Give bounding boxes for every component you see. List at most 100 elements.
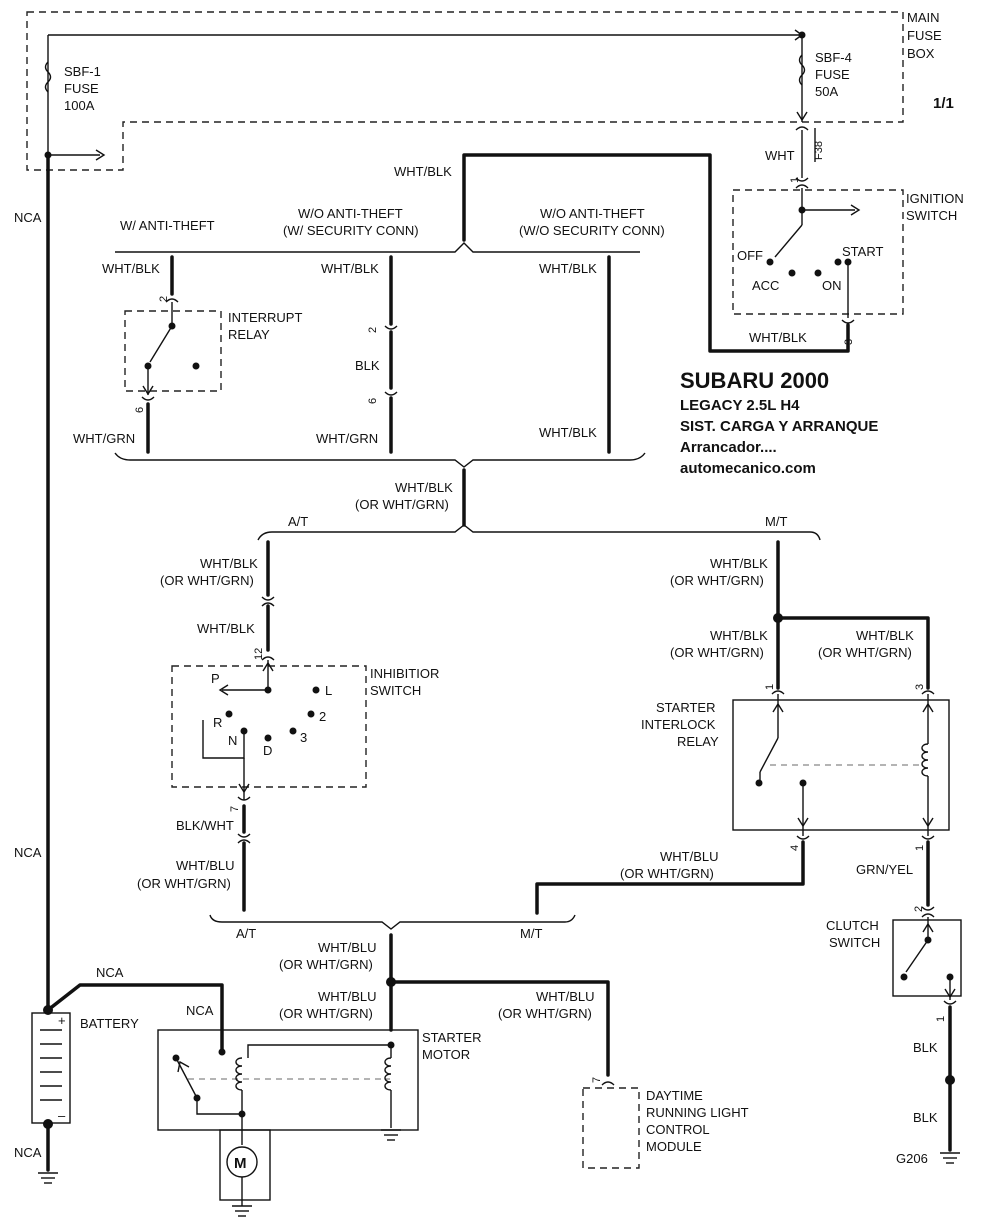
at-branch-top-wire: WHT/BLK <box>102 261 160 276</box>
drl-module: 7 DAYTIME RUNNING LIGHT CONTROL MODULE <box>582 1077 749 1169</box>
at-mt-brace <box>257 524 821 541</box>
sir-name-1: STARTER <box>656 700 715 715</box>
starter-in-label-2: (OR WHT/GRN) <box>279 1006 373 1021</box>
motor-m-label: M <box>234 1155 247 1172</box>
at-label-top: A/T <box>288 514 308 529</box>
clutch-name-2: SWITCH <box>829 935 880 950</box>
sec-pin-bottom: 6 <box>367 398 379 404</box>
ground-label: G206 <box>896 1151 928 1166</box>
relay-output-wire <box>535 840 805 915</box>
clutch-feed-wire-label: GRN/YEL <box>856 862 913 877</box>
variant-brace-bottom <box>114 452 646 468</box>
interrupt-relay-name-1: INTERRUPT <box>228 310 302 325</box>
mt-wire-label-5: WHT/BLK <box>856 628 914 643</box>
inh-pos-p: P <box>211 671 220 686</box>
starter-name-2: MOTOR <box>422 1047 470 1062</box>
ign-feed-wire-label: WHT/BLK <box>394 164 452 179</box>
ign-out-wire-label: WHT/BLK <box>749 330 807 345</box>
sir-pin-1b: 1 <box>914 845 926 851</box>
mt-wire-label-4: (OR WHT/GRN) <box>670 645 764 660</box>
fuse-box-label-1: MAIN <box>907 10 940 25</box>
direct-bottom-wire: WHT/BLK <box>539 425 597 440</box>
variant-wo-sec-1: W/O ANTI-THEFT <box>298 206 403 221</box>
battery-starter-cable <box>46 983 224 1054</box>
sbf1-fuse-label: FUSE <box>64 81 99 96</box>
subtitle: LEGACY 2.5L H4 <box>680 397 800 414</box>
fuse-box-label-2: FUSE <box>907 28 942 43</box>
drl-name-3: CONTROL <box>646 1122 710 1137</box>
starter-in-label-1: WHT/BLU <box>318 989 377 1004</box>
website-label: automecanico.com <box>680 460 816 477</box>
clutch-name-1: CLUTCH <box>826 918 879 933</box>
starter-name-1: STARTER <box>422 1030 481 1045</box>
sbf4-rating: 50A <box>815 84 838 99</box>
inh-wire-label-3: WHT/BLK <box>197 621 255 636</box>
inh-pin-bottom: 7 <box>229 806 241 812</box>
system-label: SIST. CARGA Y ARRANQUE <box>680 418 878 435</box>
inh-pos-l: L <box>325 683 332 698</box>
fuse-box-label-3: BOX <box>907 46 935 61</box>
merged-wire-label-1: WHT/BLK <box>395 480 453 495</box>
inhibitor-switch: P L R 2 N 3 D INHIBITIOR SWITCH 7 <box>171 660 439 812</box>
sbf4-label: SBF-4 <box>815 50 852 65</box>
ignition-name-1: IGNITION <box>906 191 964 206</box>
drl-name-2: RUNNING LIGHT <box>646 1105 749 1120</box>
clutch-pin-bottom: 1 <box>935 1016 947 1022</box>
sir-pin-1: 1 <box>764 684 776 690</box>
ignition-on-label: ON <box>822 278 842 293</box>
inhibitor-name-1: INHIBITIOR <box>370 666 439 681</box>
sir-pin-3: 3 <box>914 684 926 690</box>
ignition-name-2: SWITCH <box>906 208 957 223</box>
variant-wo-sec-2: (W/ SECURITY CONN) <box>283 223 419 238</box>
starter-interlock-relay: 1 3 4 1 STARTER INTERLOCK RELAY <box>641 684 950 851</box>
battery-label: BATTERY <box>80 1016 139 1031</box>
relay-out-wire-1: WHT/BLU <box>660 849 719 864</box>
sbf1-rating: 100A <box>64 98 95 113</box>
drl-wire-label-2: (OR WHT/GRN) <box>498 1006 592 1021</box>
variant-wo-nosec-1: W/O ANTI-THEFT <box>540 206 645 221</box>
drl-name-1: DAYTIME <box>646 1088 703 1103</box>
sbf1-label: SBF-1 <box>64 64 101 79</box>
ir-out-wire-label: WHT/GRN <box>73 431 135 446</box>
clutch-switch: CLUTCH SWITCH 1 <box>826 917 962 1022</box>
ignition-feed-wht: WHT <box>765 148 795 163</box>
starter-ground-icon <box>381 1129 401 1141</box>
sir-name-2: INTERLOCK <box>641 717 716 732</box>
at-mt-join-brace <box>209 914 576 930</box>
ignition-start-label: START <box>842 244 883 259</box>
interrupt-relay-name-2: RELAY <box>228 327 270 342</box>
ir-pin-top: 2 <box>158 296 170 302</box>
battery-plus: + <box>58 1013 66 1028</box>
nca-label-cable: NCA <box>96 965 124 980</box>
drl-feed-wire <box>389 980 610 1077</box>
relay-coil-icon <box>921 743 929 777</box>
sir-pin-4: 4 <box>789 845 801 851</box>
starter-feed-label-1: WHT/BLU <box>318 940 377 955</box>
sbf4-fuse-icon <box>798 54 806 86</box>
motor-ground-icon <box>232 1205 252 1217</box>
sec-pin-top: 2 <box>367 327 379 333</box>
nca-label-mid: NCA <box>14 845 42 860</box>
inh-pos-3: 3 <box>300 730 307 745</box>
drl-pin: 7 <box>591 1077 603 1083</box>
merged-wire-label-2: (OR WHT/GRN) <box>355 497 449 512</box>
inh-pos-2: 2 <box>319 709 326 724</box>
ign-pin-in: 1 <box>789 177 801 183</box>
inh-pos-n: N <box>228 733 237 748</box>
inhibitor-output: BLK/WHT WHT/BLU (OR WHT/GRN) <box>137 804 251 912</box>
mt-wire-label-2: (OR WHT/GRN) <box>670 573 764 588</box>
starter-feed-label-2: (OR WHT/GRN) <box>279 957 373 972</box>
security-connector-branch: WHT/BLK 2 BLK 6 WHT/GRN <box>316 255 398 454</box>
nca-label-starter: NCA <box>186 1003 214 1018</box>
title-block: SUBARU 2000 LEGACY 2.5L H4 SIST. CARGA Y… <box>680 368 878 477</box>
inh-wire-label-2: (OR WHT/GRN) <box>160 573 254 588</box>
inh-wire-label-1: WHT/BLK <box>200 556 258 571</box>
nca-label-bottom: NCA <box>14 1145 42 1160</box>
ignition-acc-label: ACC <box>752 278 779 293</box>
inh-out-wire-2: WHT/BLU <box>176 858 235 873</box>
mt-label-bottom: M/T <box>520 926 542 941</box>
battery: NCA + – BATTERY NCA <box>14 965 224 1184</box>
variant-brace-top <box>115 242 640 253</box>
starter-motor: NCA STARTER MOTOR M <box>157 1003 481 1217</box>
